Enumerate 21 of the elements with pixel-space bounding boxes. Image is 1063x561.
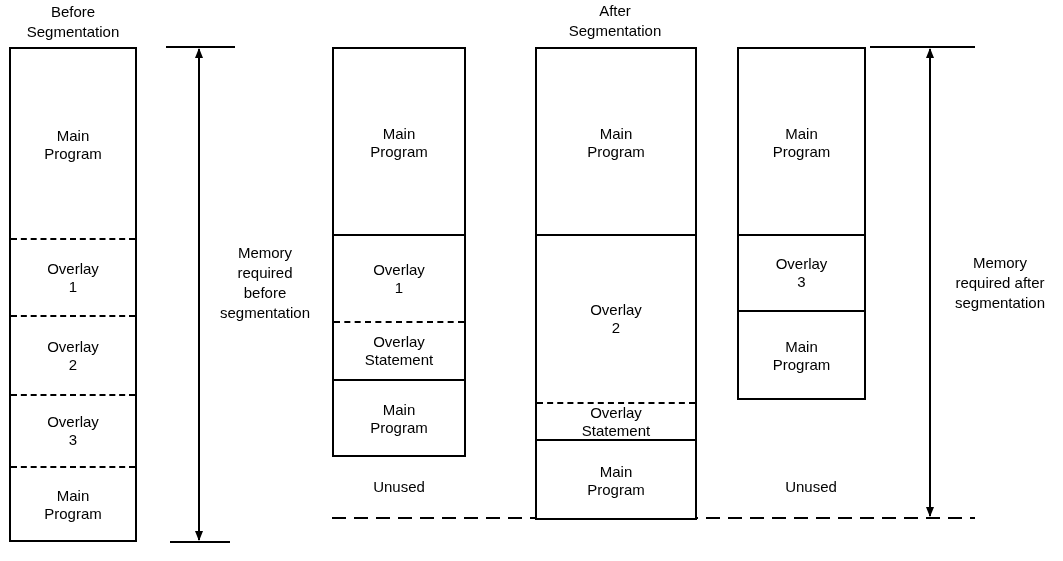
segment-label: Main Program xyxy=(44,487,102,523)
segment-label: Overlay 2 xyxy=(47,337,99,374)
segment-label: Overlay 3 xyxy=(47,413,99,449)
memory-column xyxy=(535,47,697,520)
segment-label: Main Program xyxy=(587,124,645,161)
memory-column xyxy=(9,47,137,542)
segment-label: Main Program xyxy=(772,338,831,374)
segment-label: Overlay 2 xyxy=(590,301,642,337)
memory-column xyxy=(332,47,466,457)
segment-label: Overlay Statement xyxy=(364,333,434,369)
segment-label: Main Program xyxy=(370,124,428,161)
segment-label: Overlay 1 xyxy=(373,260,425,297)
segment-label: Overlay 3 xyxy=(775,255,828,291)
segment-label: Main Program xyxy=(772,124,831,161)
memory-segment xyxy=(537,402,695,439)
segment-label: Main Program xyxy=(370,401,428,437)
segment-label: Overlay 1 xyxy=(47,259,99,296)
segment-label: Overlay Statement xyxy=(581,403,651,440)
memory-column xyxy=(737,47,866,400)
segment-label: Main Program xyxy=(44,126,102,163)
segment-label: Main Program xyxy=(587,462,645,499)
